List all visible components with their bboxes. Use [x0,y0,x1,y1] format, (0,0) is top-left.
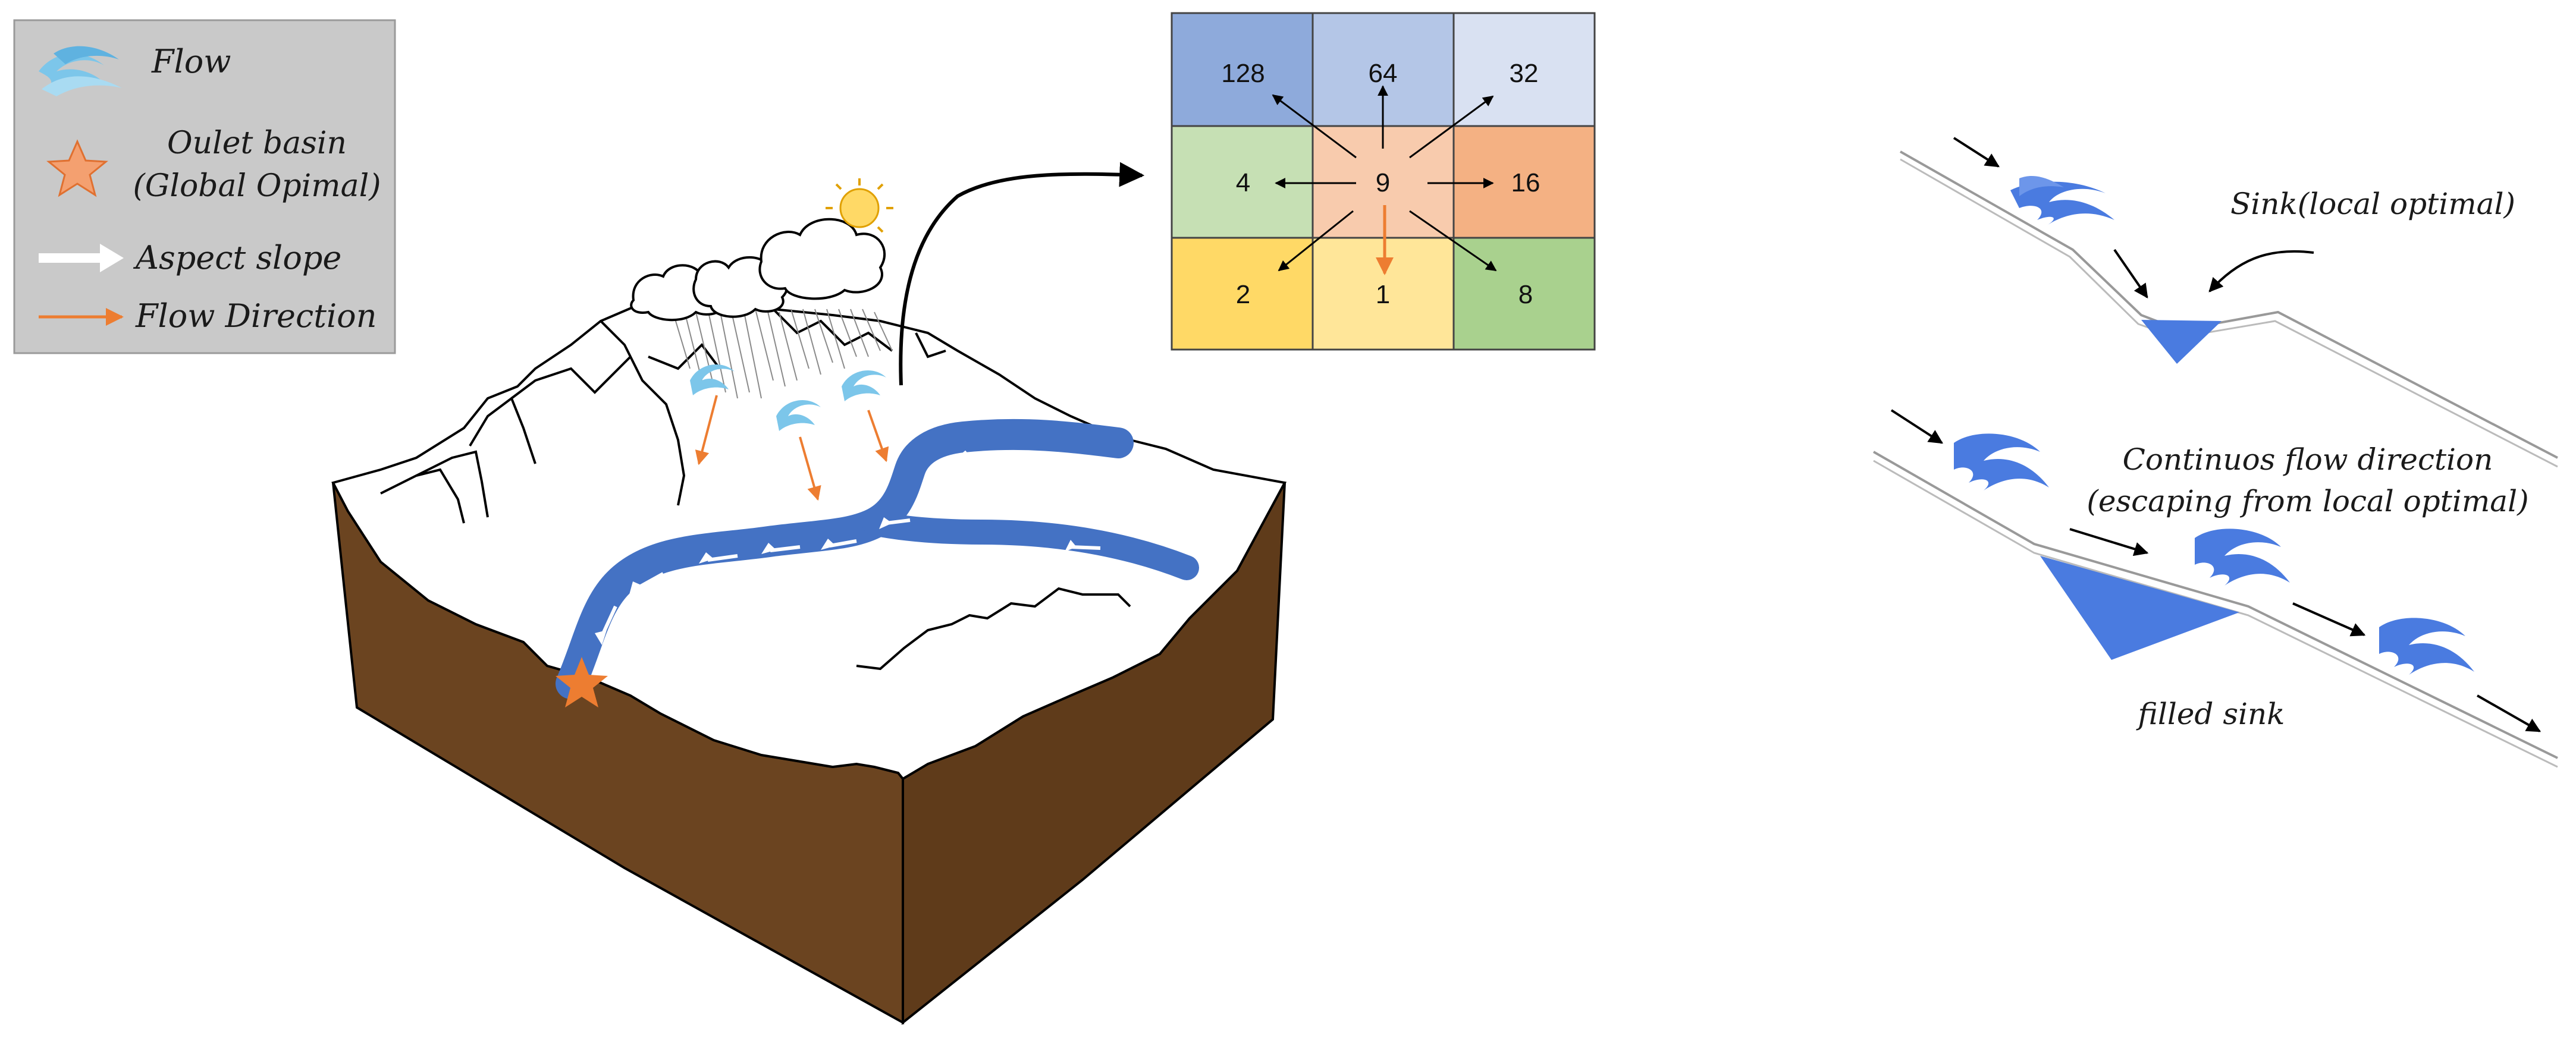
sink-profile-top: Sink(local optimal) [1900,138,2558,467]
clouds [631,219,884,320]
legend-flow-label: Flow [151,43,231,80]
sink-shape [2141,320,2222,364]
grid-value-4: 4 [1236,168,1250,197]
continuous-label-line1: Continuos flow direction [2123,442,2493,477]
grid-value-9: 9 [1376,168,1390,197]
sink-profile-bottom: Continuos flow direction (escaping from … [1874,410,2558,767]
legend-outlet-label: Oulet basin [167,125,347,161]
grid-value-64: 64 [1369,59,1398,88]
continuous-label-line2: (escaping from local optimal) [2086,484,2528,518]
flow-wave-icon-2 [2195,529,2290,586]
d8-grid: 128 64 32 4 9 16 2 1 8 [1172,13,1595,350]
flow-wave-icon-3 [2379,618,2474,675]
grid-value-1: 1 [1376,280,1390,309]
legend-aspect-label: Aspect slope [133,239,341,276]
sink-pointer-arrow [2210,251,2314,291]
filled-sink-label: filled sink [2136,697,2285,731]
terrain-block [333,174,1285,1023]
grid-value-32: 32 [1510,59,1539,88]
flow-wave-icon-1 [1954,433,2049,490]
legend-direction-label: Flow Direction [135,297,376,335]
sink-label: Sink(local optimal) [2230,187,2515,221]
grid-value-128: 128 [1221,59,1265,88]
filled-sink-shape [2040,556,2239,660]
grid-value-8: 8 [1518,280,1533,309]
grid-value-2: 2 [1236,280,1250,309]
legend: Flow Oulet basin (Global Opimal) Aspect … [14,20,395,353]
grid-value-16: 16 [1511,168,1540,197]
legend-outlet-sublabel: (Global Opimal) [133,168,381,204]
